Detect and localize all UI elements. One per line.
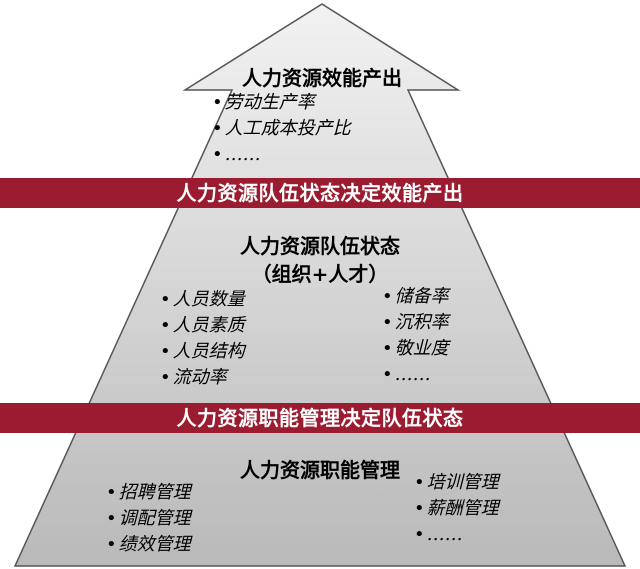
list-item: 人工成本投产比 [212,116,351,142]
list-item: …… [414,522,499,548]
list-item: 流动率 [160,365,245,391]
list-item: 调配管理 [106,506,191,532]
bottom-title: 人力资源职能管理 [240,458,400,482]
bottom-left-list: 招聘管理 调配管理 绩效管理 [106,480,191,558]
middle-right-list: 储备率 沉积率 敬业度 …… [382,284,449,388]
top-list: 劳动生产率 人工成本投产比 …… [212,90,351,168]
band-team-determines-output: 人力资源队伍状态决定效能产出 [0,178,640,208]
list-item: 人员素质 [160,313,245,339]
band-functions-determine-team: 人力资源职能管理决定队伍状态 [0,403,640,433]
list-item: 绩效管理 [106,532,191,558]
list-item: 敬业度 [382,336,449,362]
list-item: 薪酬管理 [414,496,499,522]
list-item: …… [212,142,351,168]
list-item: …… [382,362,449,388]
list-item: 招聘管理 [106,480,191,506]
list-item: 培训管理 [414,470,499,496]
list-item: 沉积率 [382,310,449,336]
middle-title: 人力资源队伍状态 [240,234,400,258]
middle-subtitle: （组织+人才） [251,262,389,286]
list-item: 劳动生产率 [212,90,351,116]
middle-left-list: 人员数量 人员素质 人员结构 流动率 [160,287,245,391]
list-item: 人员数量 [160,287,245,313]
list-item: 人员结构 [160,339,245,365]
list-item: 储备率 [382,284,449,310]
bottom-right-list: 培训管理 薪酬管理 …… [414,470,499,548]
top-title: 人力资源效能产出 [242,66,402,90]
